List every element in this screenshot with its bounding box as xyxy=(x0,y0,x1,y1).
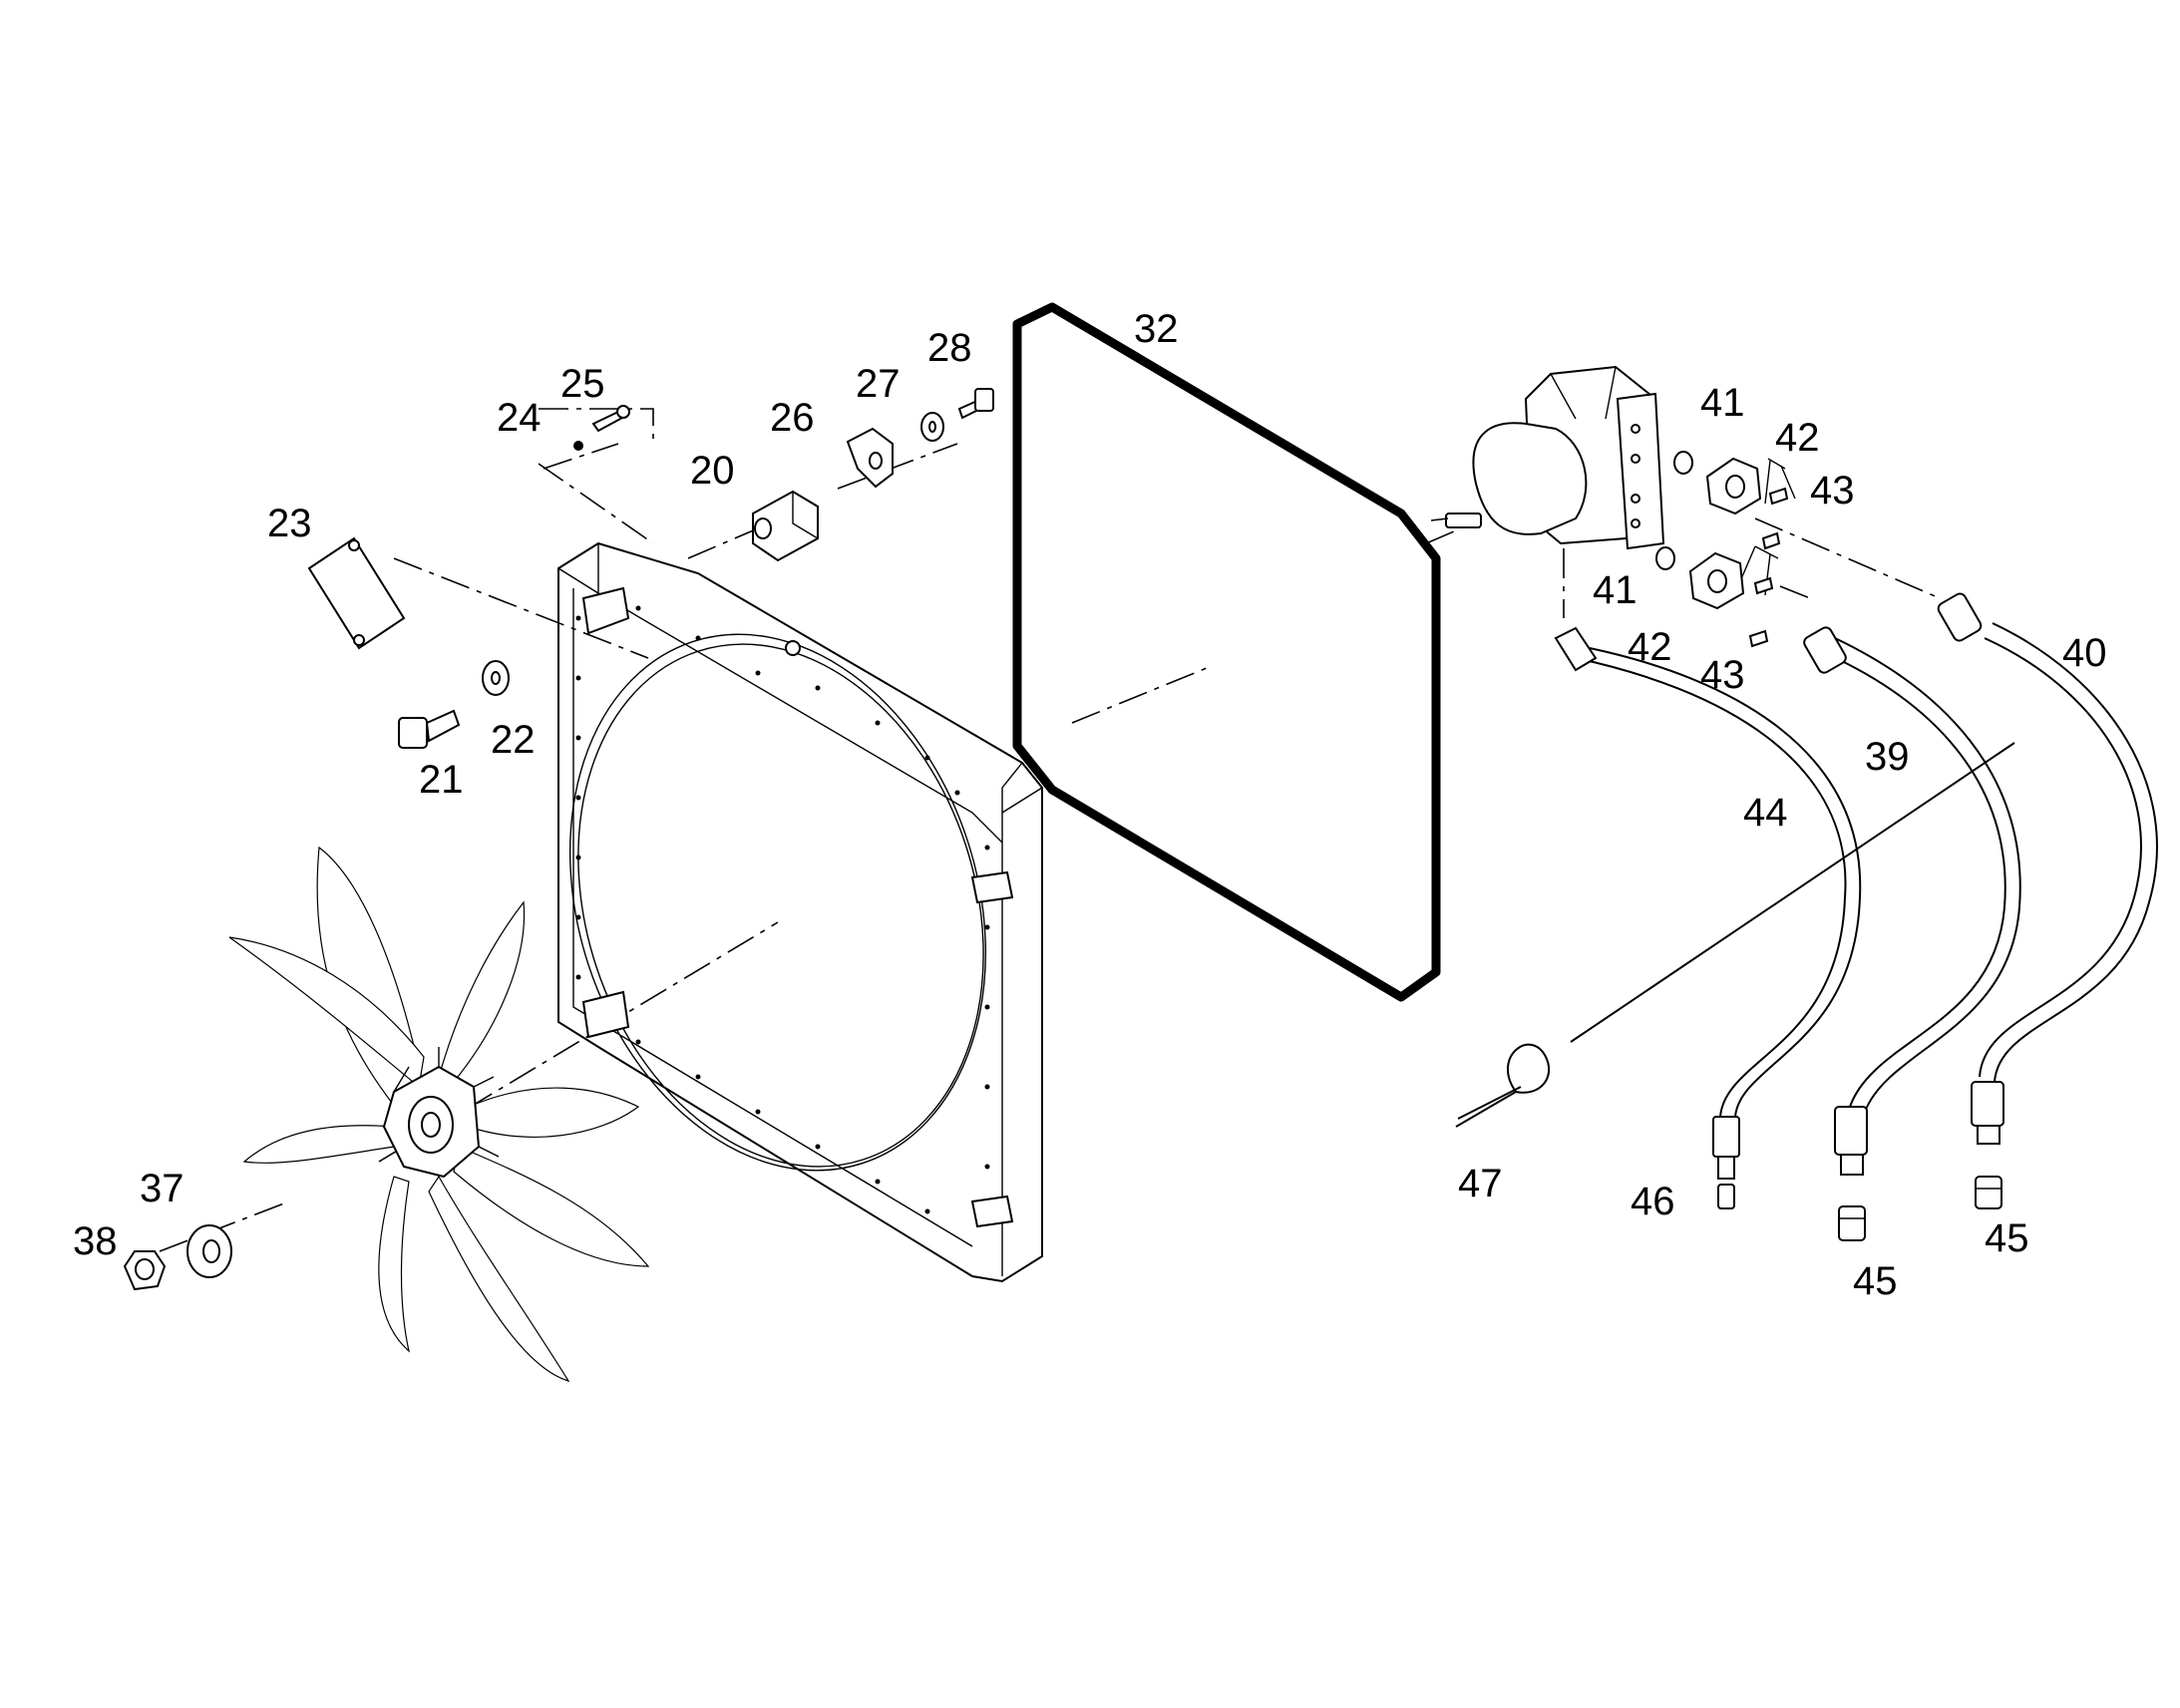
callouts: 20 21 22 23 24 25 26 27 28 32 37 38 39 4… xyxy=(73,307,2107,1303)
hose-40 xyxy=(1937,592,2158,1145)
fan-hub xyxy=(382,1047,500,1179)
spacer-20 xyxy=(752,490,819,562)
callout-40: 40 xyxy=(2062,631,2107,675)
bolt-28 xyxy=(957,388,994,420)
callout-41-lower: 41 xyxy=(1593,568,1637,612)
callout-25: 25 xyxy=(560,362,605,406)
callout-20: 20 xyxy=(690,449,735,493)
flange-42-lower xyxy=(1688,551,1745,610)
callout-32: 32 xyxy=(1134,307,1179,351)
cable-tie-47 xyxy=(1455,1043,1551,1128)
callout-37: 37 xyxy=(140,1167,184,1210)
fitting-45-middle xyxy=(1838,1205,1866,1241)
callout-21: 21 xyxy=(419,758,464,802)
callout-42-lower: 42 xyxy=(1628,625,1672,669)
callout-24: 24 xyxy=(497,396,542,440)
callout-23: 23 xyxy=(267,502,312,545)
cover-plate-23 xyxy=(307,536,406,650)
fitting-45-right xyxy=(1975,1176,2002,1209)
bracket-26 xyxy=(846,427,894,489)
washer-37 xyxy=(186,1224,232,1278)
callout-42-upper: 42 xyxy=(1775,416,1820,460)
callout-43-upper: 43 xyxy=(1810,469,1855,512)
flange-42-upper xyxy=(1705,457,1762,515)
callout-26: 26 xyxy=(770,396,815,440)
callout-45-right: 45 xyxy=(1985,1216,2029,1260)
o-ring-41-lower xyxy=(1655,546,1675,570)
hose-44 xyxy=(1554,626,1862,1180)
o-ring-41-upper xyxy=(1673,451,1693,475)
callout-43-lower: 43 xyxy=(1700,653,1745,697)
gasket-32 xyxy=(1012,302,1441,1002)
nut-38 xyxy=(123,1250,167,1291)
hydraulic-motor xyxy=(1430,365,1665,550)
callout-39: 39 xyxy=(1865,735,1910,779)
fitting-46 xyxy=(1717,1184,1735,1209)
callout-45-middle: 45 xyxy=(1853,1259,1898,1303)
callout-38: 38 xyxy=(73,1219,118,1263)
washer-22 xyxy=(482,660,510,696)
callout-47: 47 xyxy=(1458,1162,1503,1205)
callout-44: 44 xyxy=(1743,791,1788,835)
fan-blades xyxy=(228,846,650,1383)
callout-27: 27 xyxy=(856,362,901,406)
callout-28: 28 xyxy=(927,326,972,370)
bolt-21 xyxy=(398,709,461,749)
washer-27 xyxy=(920,412,944,442)
bolt-25 xyxy=(573,405,630,451)
callout-22: 22 xyxy=(491,718,536,762)
screws-43 xyxy=(1748,487,1789,648)
callout-41-upper: 41 xyxy=(1700,381,1745,425)
fan-shroud xyxy=(557,541,1043,1283)
hose-39 xyxy=(1803,626,2021,1176)
callout-46: 46 xyxy=(1631,1180,1675,1223)
